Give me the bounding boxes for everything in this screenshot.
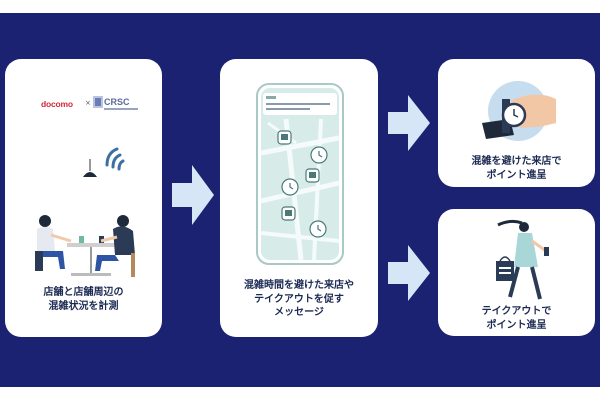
clock-pin-icon [310, 146, 328, 164]
flow-arrow-1 [172, 165, 214, 225]
points-takeout-caption: テイクアウトで ポイント進呈 [481, 306, 552, 331]
measure-card: docomo × CRSC 店舗と店舗周辺の 混雑状況を計測 [5, 59, 162, 337]
clock-pin-icon [281, 178, 299, 196]
smartphone-map-illustration [256, 83, 344, 265]
points-takeout-card: テイクアウトで ポイント進呈 [438, 209, 595, 336]
points-visit-card: 混雑を避けた来店で ポイント進呈 [438, 59, 595, 187]
measure-caption: 店舗と店舗周辺の 混雑状況を計測 [43, 287, 124, 312]
cafe-scene-illustration [35, 159, 135, 277]
shopping-bag-icon [496, 256, 514, 281]
store-pin-icon [281, 206, 296, 221]
logo-separator: × [85, 99, 91, 107]
points-visit-caption: 混雑を避けた来店で ポイント進呈 [471, 156, 562, 181]
crsc-logo-underline [104, 108, 138, 110]
crsc-logo-icon [93, 96, 103, 108]
wristwatch-icon [482, 81, 556, 141]
flow-arrow-3 [388, 245, 430, 301]
flow-arrow-2 [388, 95, 430, 151]
wifi-signal-icon [105, 147, 125, 171]
clock-pin-icon [309, 220, 327, 238]
store-pin-icon [277, 130, 292, 145]
store-pin-icon [305, 168, 320, 183]
takeout-walker-illustration [496, 219, 549, 300]
message-card: 混雑時間を避けた来店や テイクアウトを促す メッセージ [220, 59, 378, 337]
crsc-logo: CRSC [104, 97, 130, 107]
docomo-logo: docomo [41, 99, 73, 109]
message-caption: 混雑時間を避けた来店や テイクアウトを促す メッセージ [244, 280, 354, 318]
